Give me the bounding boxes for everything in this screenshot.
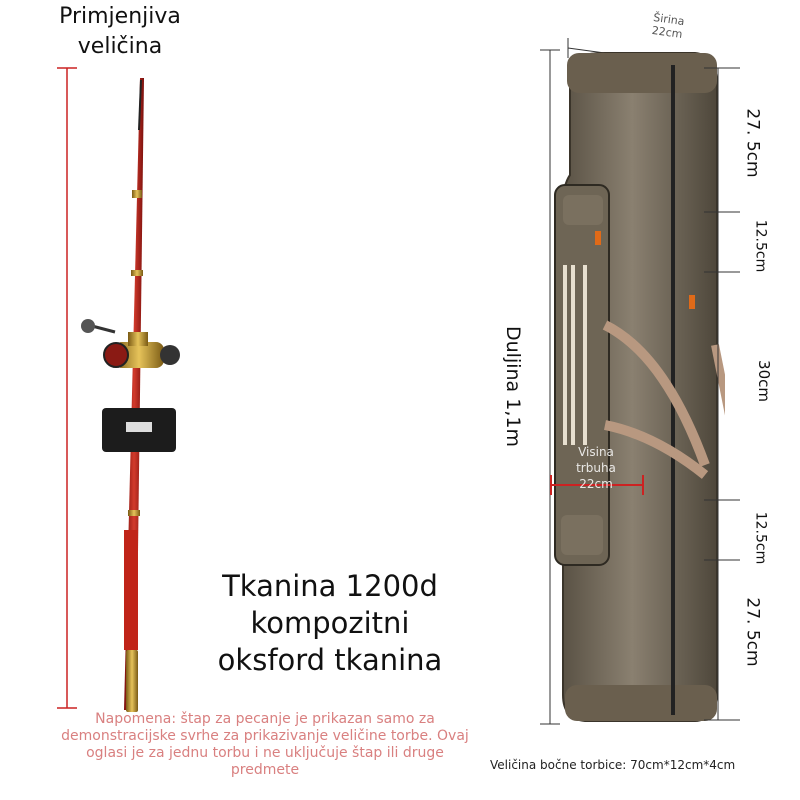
side-pocket-size-label: Veličina bočne torbice: 70cm*12cm*4cm [490,758,736,772]
reel [81,319,180,368]
belly-height-label: Visina trbuha 22cm [576,445,616,491]
segment-bottom-label: 27. 5cm [742,597,763,667]
length-label: Duljina 1,1m [502,326,524,447]
segment-top-label: 27. 5cm [742,108,763,178]
segment-middle-label: 30cm [754,360,773,402]
bag-length-dimension [540,49,560,725]
segment-upper-mid-label: 12.5cm [752,219,769,273]
fishing-rod-image [81,78,180,712]
segment-dimensions [704,67,740,721]
rod-length-guide [57,67,77,709]
disclaimer-note: Napomena: štap za pecanje je prikazan sa… [61,711,469,778]
segment-lower-mid-label: 12.5cm [752,511,769,565]
rod-bag-image [550,52,725,722]
rod-size-label: Primjenjiva veličina [59,4,181,59]
material-description: Tkanina 1200d kompozitni oksford tkanina [217,569,443,677]
